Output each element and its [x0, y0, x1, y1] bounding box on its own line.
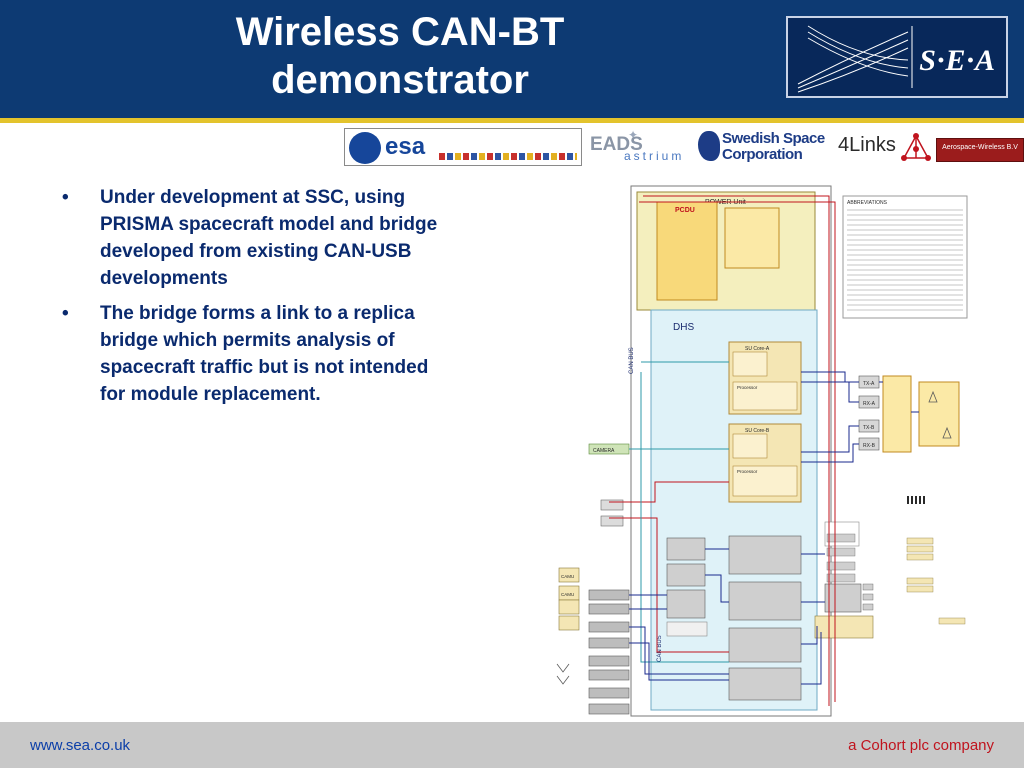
- tx-b-label: TX-B: [863, 425, 875, 431]
- title-banner: Wireless CAN-BT demonstrator S·E·A: [0, 0, 1024, 118]
- website-link[interactable]: www.sea.co.uk: [30, 737, 131, 754]
- pcdu-label: PCDU: [675, 207, 695, 214]
- aerospace-wireless-text: Aerospace-Wireless B.V: [942, 144, 1018, 151]
- fourlinks-text: 4Links: [838, 134, 896, 156]
- system-diagram-graphic: POWER Unit PCDU DHS CAN BUS CAN BUS ABBR…: [556, 185, 968, 717]
- slide-title: Wireless CAN-BT demonstrator: [120, 8, 680, 104]
- processor-b-label: Processor: [737, 469, 758, 474]
- core-b-label: SU Core-B: [745, 428, 770, 434]
- abbreviations-title: ABBREVIATIONS: [847, 200, 888, 206]
- system-diagram: POWER Unit PCDU DHS CAN BUS CAN BUS ABBR…: [545, 182, 973, 722]
- bullet-item: Under development at SSC, using PRISMA s…: [60, 184, 440, 292]
- rx-b-label: RX-B: [863, 443, 876, 449]
- company-tagline: a Cohort plc company: [848, 737, 994, 754]
- ssc-text-line-1: Swedish Space: [722, 130, 825, 147]
- ssc-mark-icon: [698, 131, 720, 161]
- core-a-label: SU Core-A: [745, 346, 770, 352]
- eads-astrium-logo: ✦ EADS astrium: [588, 128, 692, 166]
- ssc-text-line-2: Corporation: [722, 146, 803, 163]
- dhs-label: DHS: [673, 322, 694, 333]
- flags-strip: [439, 153, 577, 160]
- esa-logo: esa: [344, 128, 582, 166]
- astrium-text: astrium: [624, 149, 685, 163]
- processor-a-label: Processor: [737, 385, 758, 390]
- slide-title-line-1: Wireless CAN-BT: [235, 10, 565, 54]
- rx-a-label: RX-A: [863, 401, 876, 407]
- camu-label-1: CAMU: [561, 574, 574, 579]
- sea-logo: S·E·A: [786, 16, 1008, 98]
- camu-label-2: CAMU: [561, 592, 574, 597]
- bullet-item: The bridge forms a link to a replica bri…: [60, 300, 440, 408]
- aerospace-wireless-logo: Aerospace-Wireless B.V: [936, 138, 1024, 162]
- bullet-list: Under development at SSC, using PRISMA s…: [60, 184, 440, 416]
- esa-logo-text: esa: [385, 133, 426, 160]
- ssc-logo: Swedish Space Corporation: [696, 128, 828, 166]
- can-bus-label-bottom: CAN BUS: [657, 635, 663, 662]
- eads-text: EADS: [590, 134, 643, 155]
- header-rule: [0, 118, 1024, 123]
- star-icon: ✦: [628, 128, 639, 142]
- network-icon: [901, 133, 931, 161]
- esa-disc-icon: [349, 132, 381, 164]
- footer-bar: www.sea.co.uk a Cohort plc company: [0, 722, 1024, 768]
- slide-title-line-2: demonstrator: [271, 58, 529, 102]
- can-bus-label-top: CAN BUS: [629, 347, 635, 374]
- sea-logo-text: S·E·A: [919, 44, 996, 77]
- fourlinks-logo: 4Links: [836, 128, 934, 166]
- sea-logo-graphic: [797, 25, 913, 93]
- tx-a-label: TX-A: [863, 381, 875, 387]
- camera-label: CAMERA: [593, 448, 615, 454]
